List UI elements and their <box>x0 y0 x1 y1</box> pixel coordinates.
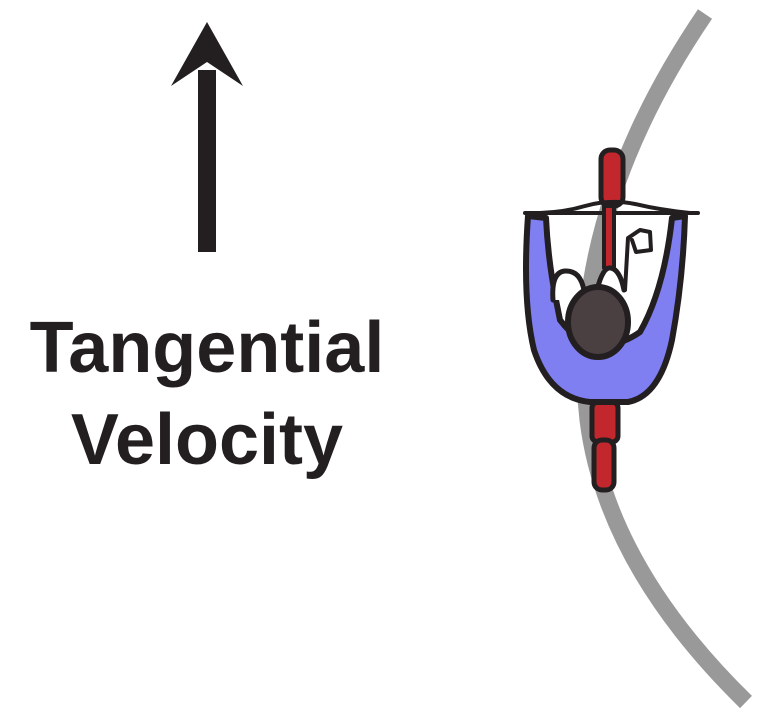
right-arm <box>594 265 627 293</box>
cyclist <box>523 147 700 493</box>
frame-stem <box>602 204 616 270</box>
rider-head <box>565 284 631 360</box>
rear-wheel-lower <box>591 437 617 493</box>
circular-path <box>576 9 752 709</box>
rear-wheel-upper <box>589 399 621 445</box>
velocity-arrow <box>171 22 243 252</box>
bell <box>623 228 653 292</box>
arrow-shaft <box>198 70 216 252</box>
front-wheel <box>598 147 626 209</box>
arrow-head <box>171 22 243 86</box>
handlebar <box>538 199 692 215</box>
label-tangential: Tangential <box>29 308 385 388</box>
label-velocity: Velocity <box>70 400 344 480</box>
